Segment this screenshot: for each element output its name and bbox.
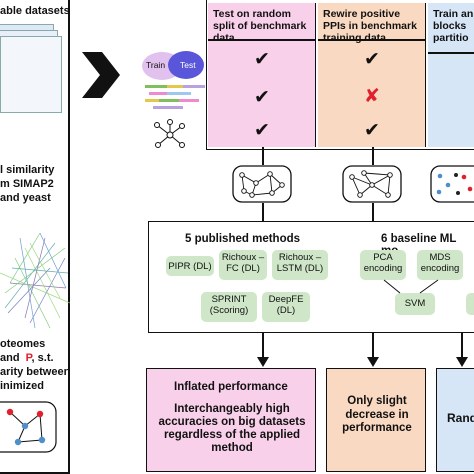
encoding-to-svm-arrows	[383, 279, 439, 294]
similarity-network-image	[0, 232, 71, 329]
column-random-split-header: Test on random split of benchmark data	[213, 8, 307, 44]
method-richoux-fc: Richoux – FC (DL)	[219, 250, 267, 280]
similarity-line-2: m SIMAP2	[0, 178, 54, 190]
proteome-line-4: inimized	[0, 380, 45, 392]
connector-line	[262, 147, 264, 165]
method-richoux-lstm: Richoux – LSTM (DL)	[272, 250, 328, 280]
similarity-line-3: and yeast	[0, 192, 51, 204]
result-slight-decrease-body: Only slight decrease in performance	[342, 395, 412, 434]
column-blocks-header: Train an blocks partitio	[433, 8, 474, 44]
similarity-line-1: l similarity	[0, 164, 55, 176]
result-inflated-title: Inflated performance	[174, 381, 288, 393]
result-random	[436, 368, 474, 472]
network-icon-random	[232, 165, 292, 203]
small-graph-icon	[154, 119, 185, 148]
sequence-bars-icon	[145, 85, 205, 109]
arrow-down-icon	[456, 333, 468, 367]
check-icon: ✔	[254, 119, 270, 141]
left-panel-title: able datasets	[0, 5, 70, 17]
proteome-line-3: arity between	[0, 366, 71, 378]
arrow-down-icon	[257, 333, 269, 367]
proteome-line-1: oteomes	[0, 338, 46, 350]
connector-line	[262, 203, 264, 221]
method-svm: SVM	[395, 293, 435, 315]
result-random-body: Rand	[447, 411, 474, 425]
proteome-line-2: and P, s.t.	[0, 352, 54, 364]
result-inflated-body: Interchangeably high accuracies on big d…	[158, 403, 306, 454]
check-icon: ✔	[254, 48, 270, 70]
column-blocks	[428, 3, 474, 147]
p-symbol: P	[25, 352, 32, 364]
experiment-frame	[206, 0, 474, 150]
column-rewire-divider	[318, 39, 426, 41]
network-icon-blocks	[430, 165, 474, 203]
check-icon: ✔	[364, 48, 380, 70]
method-mds-encoding: MDS encoding	[417, 250, 463, 280]
train-label: Train	[146, 60, 166, 70]
partition-network-icon	[0, 401, 57, 453]
connector-line	[372, 147, 374, 165]
column-blocks-divider	[428, 52, 474, 54]
column-random-split	[208, 3, 316, 147]
test-ellipse	[168, 51, 204, 79]
check-icon: ✔	[364, 119, 380, 141]
left-panel	[0, 0, 70, 474]
connector-line	[372, 203, 374, 221]
result-inflated	[146, 368, 316, 472]
result-slight-decrease	[326, 368, 426, 472]
method-partial	[466, 293, 474, 315]
published-methods-title: 5 published methods	[185, 233, 301, 245]
cross-icon: ✘	[364, 85, 380, 107]
check-icon: ✔	[254, 86, 270, 108]
dataset-stack-icon	[0, 24, 70, 119]
test-label: Test	[180, 60, 196, 70]
column-rewire-header: Rewire positive PPIs in benchmark traini…	[323, 8, 417, 44]
column-rewire	[318, 3, 426, 147]
method-pipr: PIPR (DL)	[166, 256, 214, 276]
column-random-split-divider	[208, 39, 316, 41]
method-sprint: SPRINT (Scoring)	[201, 292, 257, 322]
chevron-right-icon	[82, 52, 120, 98]
method-pca-encoding: PCA encoding	[360, 250, 406, 280]
arrow-down-icon	[367, 333, 379, 367]
methods-frame	[148, 221, 474, 333]
network-icon-rewire	[342, 165, 402, 203]
method-deepfe: DeepFE (DL)	[262, 292, 310, 322]
